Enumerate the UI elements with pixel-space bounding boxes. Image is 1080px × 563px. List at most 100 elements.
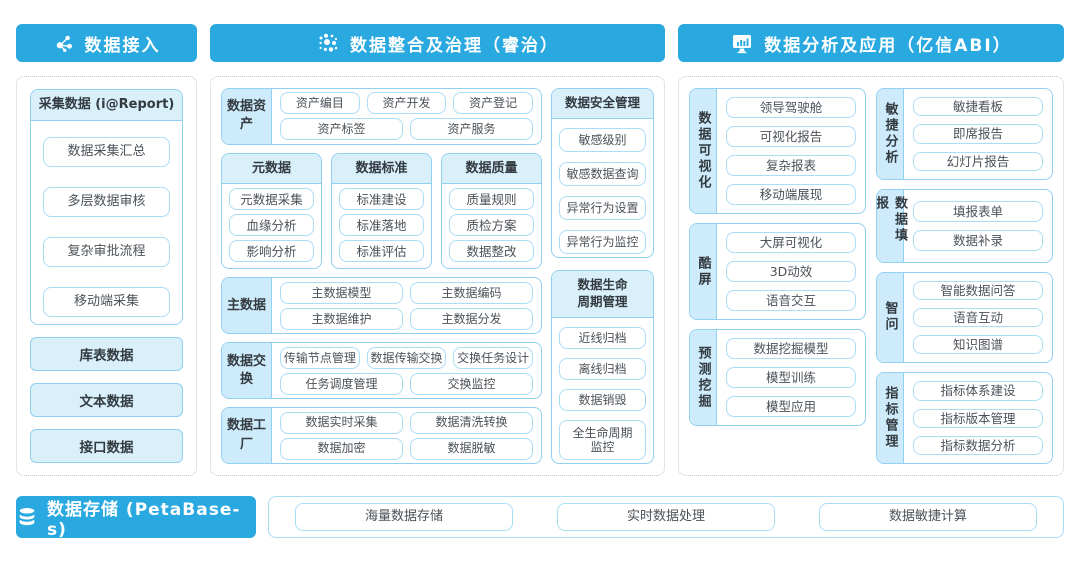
module-pill: 数据销毁	[559, 389, 646, 412]
header-label: 数据存储 (PetaBase-s)	[47, 499, 241, 540]
source-button: 库表数据	[30, 337, 183, 372]
section-agile-analysis: 敏捷分析 敏捷看板 即席报告 幻灯片报告	[876, 88, 1053, 180]
module-pill: 资产服务	[410, 118, 533, 141]
module-pill: 交换任务设计	[453, 346, 534, 369]
module-pill: 多层数据审核	[43, 186, 170, 217]
module-pill: 指标体系建设	[913, 381, 1043, 401]
module-pill: 主数据编码	[410, 281, 533, 304]
module-pill: 任务调度管理	[280, 372, 403, 395]
module-pill: 指标数据分析	[913, 435, 1043, 456]
module-pill: 主数据维护	[280, 307, 403, 330]
header-label: 数据分析及应用（亿信ABI）	[764, 35, 1012, 56]
section-label: 主数据	[222, 278, 272, 334]
module-pill: 质检方案	[449, 214, 534, 237]
section-label: 敏捷分析	[877, 89, 904, 179]
module-pill: 血缘分析	[229, 214, 314, 237]
section-label: 数据可视化	[690, 89, 717, 213]
section-label: 数据交换	[222, 343, 272, 399]
module-pill: 主数据模型	[280, 281, 403, 304]
module-pill: 离线归档	[559, 358, 646, 381]
module-pill: 语音互动	[913, 307, 1043, 328]
module-pill: 传输节点管理	[280, 346, 360, 369]
module-pill: 资产编目	[280, 92, 360, 115]
section-title: 数据安全管理	[552, 89, 653, 119]
panel-data-access: 采集数据 (i@Report) 数据采集汇总 多层数据审核 复杂审批流程 移动端…	[16, 76, 197, 476]
module-pill: 移动端采集	[43, 286, 170, 317]
module-pill: 敏捷看板	[913, 97, 1043, 117]
section-smart-qa: 智问 智能数据问答 语音互动 知识图谱	[876, 271, 1053, 364]
module-pill: 大屏可视化	[726, 232, 856, 253]
module-pill: 3D动效	[726, 261, 856, 282]
module-pill: 领导驾驶舱	[726, 97, 856, 118]
module-pill: 数据脱敏	[410, 437, 533, 460]
panel-analysis: 数据可视化 领导驾驶舱 可视化报告 复杂报表 移动端展现 酷屏 大屏可视化 3D…	[678, 76, 1064, 476]
module-pill: 指标版本管理	[913, 408, 1043, 428]
module-pill: 数据加密	[280, 437, 403, 460]
module-pill: 数据补录	[913, 229, 1043, 251]
group-data-access: 数据接入 采集数据 (i@Report) 数据采集汇总 多层数据审核 复杂审批流…	[16, 24, 197, 476]
module-pill: 海量数据存储	[295, 503, 513, 531]
module-pill: 填报表单	[913, 200, 1043, 222]
section-visualization: 数据可视化 领导驾驶舱 可视化报告 复杂报表 移动端展现	[689, 88, 866, 214]
module-pill: 标准建设	[339, 188, 424, 211]
section-label: 智问	[877, 272, 904, 363]
header-label: 数据整合及治理（睿治）	[350, 35, 559, 56]
module-pill: 影响分析	[229, 240, 314, 263]
source-button: 文本数据	[30, 383, 183, 418]
module-pill: 可视化报告	[726, 126, 856, 147]
section-title: 元数据	[222, 153, 321, 185]
header-data-storage: 数据存储 (PetaBase-s)	[16, 496, 256, 540]
storage-row: 数据存储 (PetaBase-s) 海量数据存储 实时数据处理 数据敏捷计算	[16, 496, 1064, 540]
section-coolscreen: 酷屏 大屏可视化 3D动效 语音交互	[689, 223, 866, 320]
analysis-col-left: 数据可视化 领导驾驶舱 可视化报告 复杂报表 移动端展现 酷屏 大屏可视化 3D…	[689, 88, 866, 464]
section-data-quality: 数据质量 质量规则 质检方案 数据整改	[441, 152, 542, 270]
section-prediction-mining: 预测挖掘 数据挖掘模型 模型训练 模型应用	[689, 329, 866, 426]
governance-side: 数据安全管理 敏感级别 敏感数据查询 异常行为设置 异常行为监控 数据生命周期管…	[551, 88, 654, 464]
section-collect-data: 采集数据 (i@Report) 数据采集汇总 多层数据审核 复杂审批流程 移动端…	[30, 89, 183, 326]
main-columns: 数据接入 采集数据 (i@Report) 数据采集汇总 多层数据审核 复杂审批流…	[16, 24, 1064, 476]
analysis-col-right: 敏捷分析 敏捷看板 即席报告 幻灯片报告 数据填报 填报表单 数据补录	[876, 88, 1053, 464]
section-label: 指标管理	[877, 373, 904, 463]
section-data-exchange: 数据交换 传输节点管理 数据传输交换 交换任务设计 任务调度管理 交换监控	[221, 342, 542, 400]
governance-main: 数据资产 资产编目 资产开发 资产登记 资产标签 资产服务	[221, 88, 542, 464]
module-pill: 实时数据处理	[557, 503, 775, 531]
module-pill: 标准落地	[339, 214, 424, 237]
module-pill: 资产登记	[453, 92, 534, 115]
module-pill: 复杂报表	[726, 155, 856, 176]
module-pill: 知识图谱	[913, 335, 1043, 355]
nodes-icon	[53, 32, 75, 54]
section-data-lifecycle: 数据生命周期管理 近线归档 离线归档 数据销毁 全生命周期监控	[551, 270, 654, 464]
group-analysis: 数据分析及应用（亿信ABI） 数据可视化 领导驾驶舱 可视化报告 复杂报表 移动…	[678, 24, 1064, 476]
module-pill: 异常行为监控	[559, 229, 646, 254]
module-pill: 主数据分发	[410, 307, 533, 330]
section-body: 数据采集汇总 多层数据审核 复杂审批流程 移动端采集	[31, 121, 182, 325]
module-pill: 数据实时采集	[280, 411, 403, 434]
module-pill: 数据挖掘模型	[726, 338, 856, 359]
module-pill: 语音交互	[726, 290, 856, 311]
section-master-data: 主数据 主数据模型 主数据编码 主数据维护 主数据分发	[221, 277, 542, 335]
module-pill: 交换监控	[410, 372, 533, 395]
database-icon	[16, 506, 38, 528]
section-metadata: 元数据 元数据采集 血缘分析 影响分析	[221, 152, 322, 270]
section-title: 数据生命周期管理	[552, 271, 653, 319]
panel-governance: 数据资产 资产编目 资产开发 资产登记 资产标签 资产服务	[210, 76, 665, 476]
source-button: 接口数据	[30, 429, 183, 464]
module-pill: 数据整改	[449, 240, 534, 263]
module-pill: 数据采集汇总	[43, 136, 170, 167]
module-pill: 资产开发	[366, 92, 447, 115]
section-label: 数据工厂	[222, 408, 272, 463]
module-pill: 元数据采集	[229, 188, 314, 211]
section-body: 资产编目 资产开发 资产登记 资产标签 资产服务	[272, 89, 541, 144]
header-data-access: 数据接入	[16, 24, 197, 62]
section-data-filling: 数据填报 填报表单 数据补录	[876, 188, 1053, 263]
dots-cluster-icon	[316, 31, 340, 55]
group-governance: 数据整合及治理（睿治） 数据资产 资产编目 资产开发 资产登记	[210, 24, 665, 476]
monitor-chart-icon	[730, 31, 754, 55]
section-indicator-management: 指标管理 指标体系建设 指标版本管理 指标数据分析	[876, 372, 1053, 464]
module-pill: 异常行为设置	[559, 195, 646, 220]
module-pill: 智能数据问答	[913, 280, 1043, 300]
module-pill: 数据传输交换	[366, 346, 447, 369]
module-pill: 敏感数据查询	[559, 161, 646, 186]
section-title: 数据标准	[332, 153, 431, 185]
